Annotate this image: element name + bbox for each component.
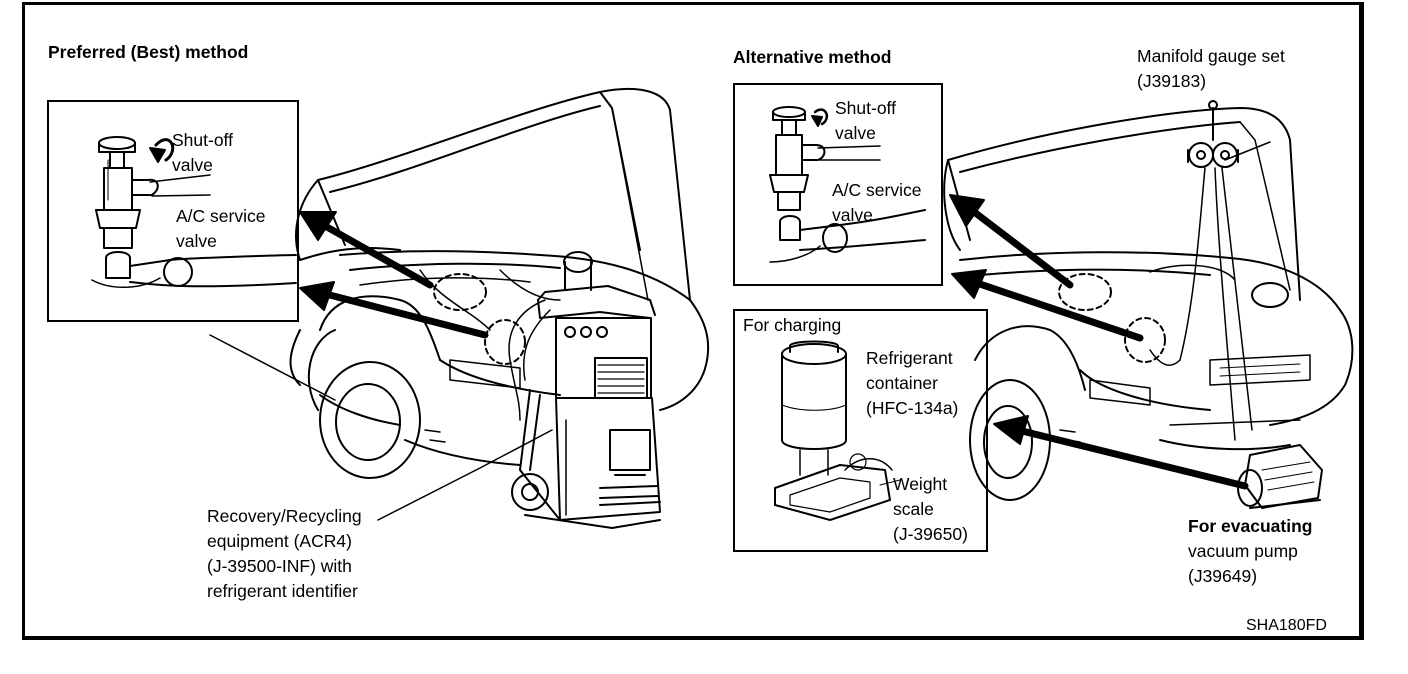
refrigerant-container-drawing bbox=[774, 340, 901, 521]
recovery-equipment-drawing bbox=[508, 285, 661, 529]
refrigerant-container-label: Refrigerant container (HFC-134a) bbox=[866, 348, 959, 418]
vacuum-pump-label: For evacuating vacuum pump (J39649) bbox=[1188, 516, 1313, 586]
left-car-drawing bbox=[289, 87, 710, 479]
preferred-method-heading: Preferred (Best) method bbox=[48, 42, 249, 62]
figure-id: SHA180FD bbox=[1246, 617, 1327, 634]
preferred-valve-inset bbox=[47, 100, 299, 322]
manifold-gauge-label: Manifold gauge set (J39183) bbox=[1137, 46, 1285, 91]
right-valve-drawing bbox=[769, 106, 926, 263]
right-car-drawing bbox=[943, 107, 1354, 501]
figure-frame bbox=[22, 2, 1364, 640]
alternative-service-valve-label: A/C service valve bbox=[832, 180, 922, 225]
vacuum-pump-drawing bbox=[1237, 444, 1323, 509]
charging-title: For charging bbox=[743, 315, 842, 335]
alternative-valve-inset bbox=[733, 83, 943, 286]
alternative-method-heading: Alternative method bbox=[733, 47, 892, 67]
left-valve-drawing bbox=[91, 136, 297, 288]
alternative-shutoff-label: Shut-off valve bbox=[835, 98, 896, 143]
preferred-service-valve-label: A/C service valve bbox=[176, 206, 266, 251]
charging-inset bbox=[733, 309, 988, 552]
recovery-equipment-label: Recovery/Recycling equipment (ACR4) (J-3… bbox=[207, 506, 362, 601]
preferred-shutoff-label: Shut-off valve bbox=[172, 130, 233, 175]
weight-scale-label: Weight scale (J-39650) bbox=[893, 474, 968, 544]
manifold-gauge-drawing bbox=[1149, 100, 1271, 441]
